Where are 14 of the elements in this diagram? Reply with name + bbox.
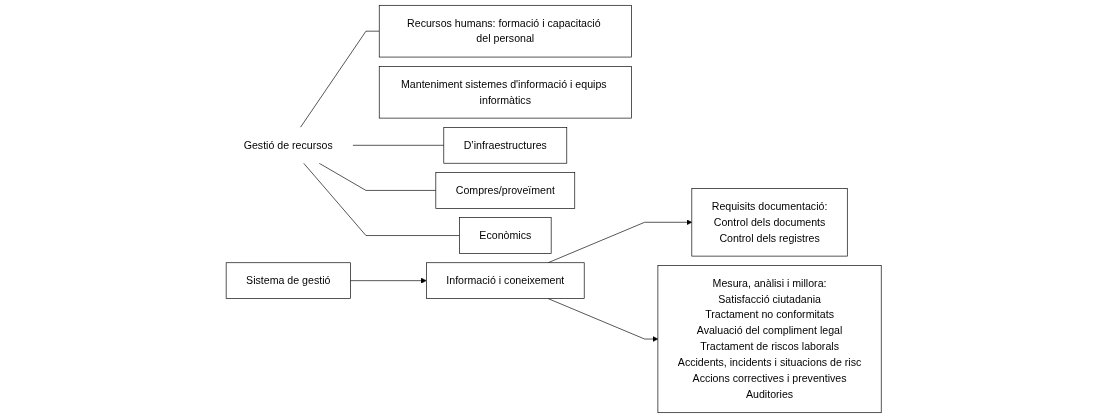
connector (318, 162, 437, 191)
node-box: Informació i coneixement (426, 262, 585, 299)
node-box: Manteniment sistemes d'informació i equips informàtics (378, 66, 632, 119)
connector (300, 30, 380, 128)
connector (303, 162, 460, 236)
node-box: Econòmics (459, 217, 552, 254)
connector (352, 144, 445, 146)
node-box: Mesura, anàlisi i millora: Satisfacció ciutadania Tractament no conformitats Avaluació del compliment legal Tractament de riscos laborals Accidents, incidents i situacions de risc Accions correctives i preventives Auditories (657, 265, 882, 413)
node-text: Gestió de recursos (243, 139, 333, 151)
node-box: Recursos humans: formació i capacitació del personal (378, 4, 632, 58)
node-box: Sistema de gestió (225, 262, 351, 299)
node-box: D’infraestructures (443, 127, 568, 164)
node-box: Compres/proveïment (435, 172, 576, 209)
node-box: Requisits documentació: Control dels documents Control dels registres (691, 188, 848, 257)
